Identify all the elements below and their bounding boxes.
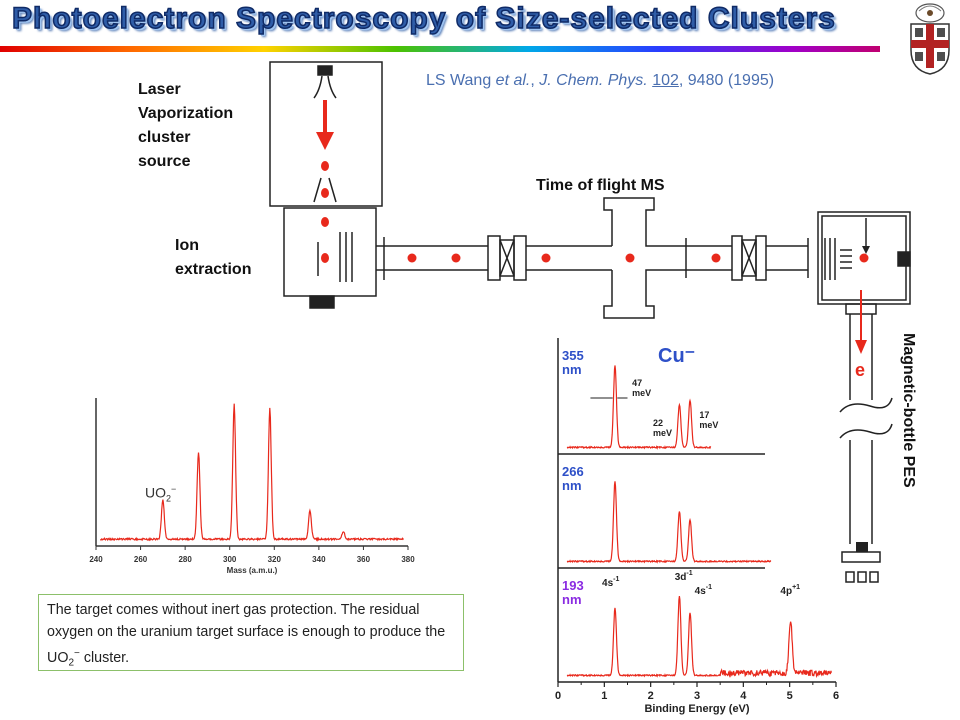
pes-peak-label: 4s-1: [695, 584, 712, 597]
note-sup: −: [74, 648, 80, 659]
pes-x-tick-label: 1: [601, 690, 607, 702]
citation-journal: J. Chem. Phys.: [534, 72, 648, 89]
brown-university-shield-icon: [910, 3, 950, 75]
pes-series-line: [566, 481, 772, 564]
pes-annot-22-unit: meV: [653, 428, 672, 438]
ms-series-line: [99, 403, 404, 542]
ms-x-tick-label: 260: [134, 555, 148, 564]
ms-x-tick-label: 300: [223, 555, 237, 564]
pes-wavelength-unit: nm: [562, 592, 582, 607]
pes-x-axis-label: Binding Energy (eV): [644, 703, 749, 715]
pes-annot-17-unit: meV: [699, 420, 718, 430]
uo2-sup: −: [171, 484, 177, 494]
pes-wavelength-label: 266: [562, 464, 584, 479]
laser-line-4: source: [138, 153, 191, 170]
citation-rest: , 9480 (1995): [678, 72, 775, 89]
pes-wavelength-label: 355: [562, 348, 584, 363]
citation-volume[interactable]: 102: [652, 72, 679, 89]
ms-x-tick-label: 360: [357, 555, 371, 564]
pes-x-tick-label: 4: [740, 690, 747, 702]
pes-x-tick-label: 0: [555, 690, 561, 702]
note-sub: 2: [68, 657, 75, 669]
tof-label: Time of flight MS: [536, 177, 665, 194]
electron-label: e: [855, 360, 866, 380]
pes-series-line: [566, 596, 832, 679]
pes-wavelength-unit: nm: [562, 478, 582, 493]
ms-x-axis-label: Mass (a.m.u.): [227, 566, 278, 575]
pes-wavelength-unit: nm: [562, 362, 582, 377]
pes-x-tick-label: 3: [694, 690, 700, 702]
ion-extraction-label: Ion extraction: [175, 234, 251, 282]
pes-peak-label: 3d-1: [675, 570, 693, 583]
ion-line-2: extraction: [175, 261, 252, 278]
pes-annot-47-unit: meV: [632, 388, 651, 398]
ms-x-tick-label: 340: [312, 555, 326, 564]
rainbow-divider: [0, 46, 880, 52]
pes-x-tick-label: 5: [787, 690, 793, 702]
source-chamber: [269, 61, 383, 207]
pes-annot-17: 17: [699, 410, 709, 420]
pes-chamber: [817, 211, 911, 305]
ms-x-tick-label: 240: [89, 555, 103, 564]
uo2-annotation: UO2−: [145, 484, 176, 503]
pes-annot-22: 22: [653, 418, 663, 428]
note-box: The target comes without inert gas prote…: [38, 594, 464, 671]
note-text: The target comes without inert gas prote…: [47, 602, 446, 666]
ms-x-tick-label: 320: [268, 555, 282, 564]
pes-wavelength-label: 193: [562, 578, 584, 593]
pes-x-tick-label: 2: [648, 690, 654, 702]
pes-x-tick-label: 6: [833, 690, 839, 702]
laser-line-3: cluster: [138, 129, 191, 146]
ms-x-tick-label: 280: [178, 555, 192, 564]
note-text-end: cluster.: [79, 649, 130, 666]
citation-authors: LS Wang: [426, 72, 492, 89]
extraction-chamber: [283, 207, 377, 297]
pes-peak-label: 4s-1: [602, 576, 619, 589]
ion-line-1: Ion: [175, 237, 199, 254]
laser-vaporization-label: Laser Vaporization cluster source: [138, 78, 233, 174]
pes-annot-47: 47: [632, 378, 642, 388]
citation: LS Wang et al., J. Chem. Phys. 102, 9480…: [426, 72, 775, 89]
ms-x-tick-label: 380: [401, 555, 415, 564]
slide-title: Photoelectron Spectroscopy of Size-selec…: [11, 1, 836, 36]
pes-peak-label: 4p+1: [780, 584, 800, 597]
pes-series-line: [566, 365, 712, 450]
citation-etal: et al.: [491, 72, 531, 89]
uo2-sub: 2: [166, 493, 172, 504]
laser-line-2: Vaporization: [138, 105, 234, 122]
cu-anion-label: Cu⁻: [658, 345, 696, 367]
laser-line-1: Laser: [138, 81, 181, 98]
magnetic-bottle-pes-label: Magnetic-bottle PES: [900, 333, 917, 488]
uo2-text: UO: [145, 484, 166, 501]
